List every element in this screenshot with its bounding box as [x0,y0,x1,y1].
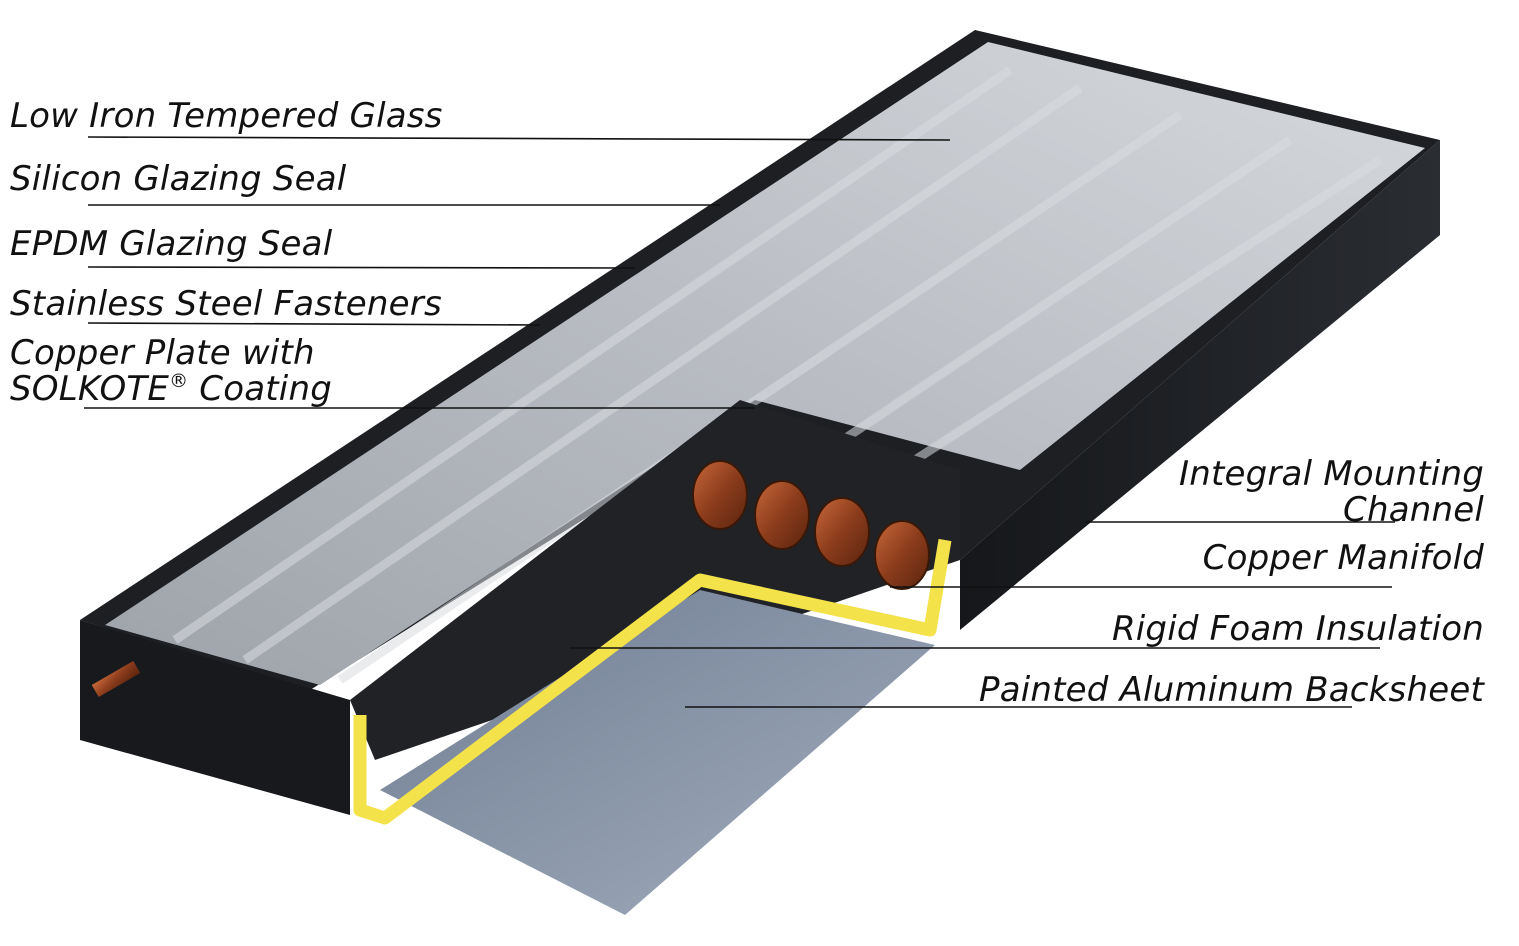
label-epdm-seal: EPDM Glazing Seal [10,224,333,264]
label-backsheet: Painted Aluminum Backsheet [979,670,1484,710]
leader-epdm-seal [87,266,636,269]
inlet-pipe [91,660,141,698]
absorber-tubes [172,66,1383,694]
frame-front-face [80,620,350,815]
registered-mark: ® [169,370,189,392]
frame-right-side [960,140,1440,630]
label-silicon-seal: Silicon Glazing Seal [10,159,347,199]
label-coating: Coating [188,369,332,409]
label-copper-manifold: Copper Manifold [1202,538,1484,578]
backsheet [380,590,935,915]
leader-low-iron-glass [87,136,951,141]
label-copper-plate-line2: SOLKOTE® Coating [10,370,332,408]
glass-surface [105,42,1425,685]
label-mounting-channel-line2: Channel [1343,490,1484,530]
label-solkote: SOLKOTE [10,369,170,409]
leader-lines [84,136,1395,708]
rigid-foam-insulation [353,538,952,825]
label-mounting-channel-line1: Integral Mounting [1178,454,1484,494]
label-rigid-foam: Rigid Foam Insulation [1111,609,1484,649]
label-fasteners: Stainless Steel Fasteners [10,284,442,324]
label-low-iron-glass: Low Iron Tempered Glass [10,96,443,136]
leader-fasteners [87,322,541,326]
label-copper-plate-line1: Copper Plate with [10,333,315,373]
copper-manifold [692,460,930,590]
cutaway-inner-wall [350,400,960,760]
